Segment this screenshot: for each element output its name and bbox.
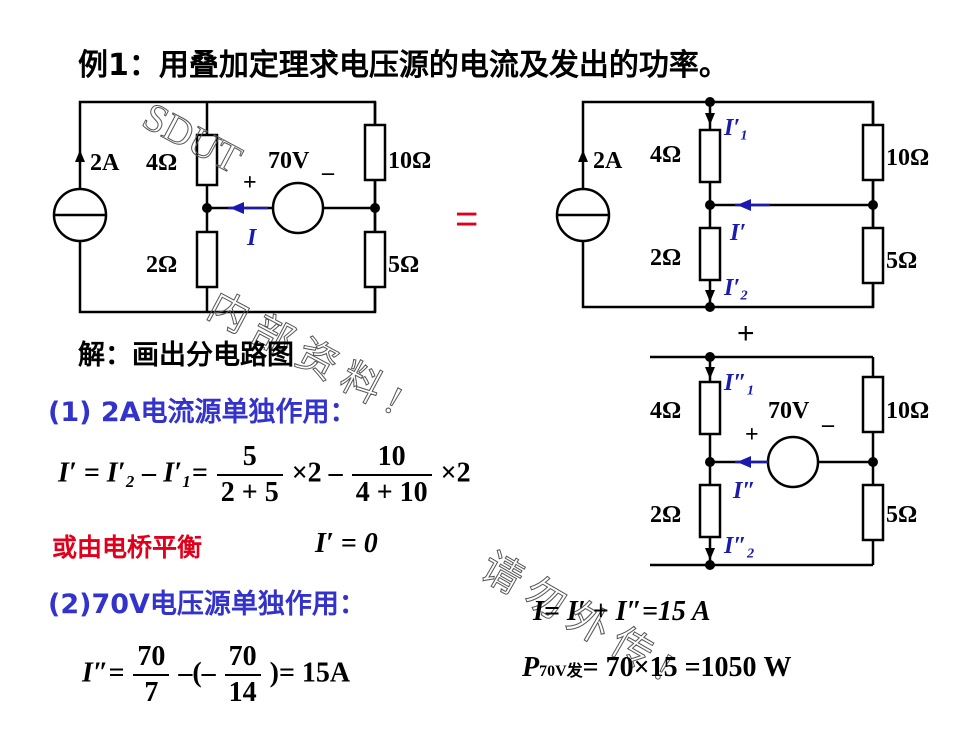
eq1-lhs: I′ = I′₂ – I′₁= — [58, 457, 208, 489]
label-plus-b: + — [745, 422, 759, 448]
label-i2-a: I′₂ — [723, 275, 748, 301]
power-symbol: P — [522, 652, 540, 683]
circuit-a — [555, 100, 885, 309]
page-title: 例1：用叠加定理求电压源的电流及发出的功率。 — [78, 48, 729, 83]
label-r2-b: 2Ω — [650, 502, 681, 528]
label-r1-a: 4Ω — [650, 142, 681, 168]
eq1-mid: ×2 – — [291, 457, 343, 489]
step1-heading: (1) 2A电流源单独作用： — [48, 397, 357, 428]
label-r2-main: 2Ω — [146, 252, 177, 278]
eq2-mid: –(– — [178, 657, 216, 689]
label-i-b: I″ — [732, 478, 756, 504]
result-power: P70V发= 70×15 =1050 W — [522, 652, 792, 684]
step2-heading: (2)70V电压源单独作用： — [48, 589, 366, 620]
eq1-tail: ×2 — [440, 457, 471, 489]
label-minus-main: – — [321, 160, 335, 186]
eq2-rhs: )= 15A — [269, 657, 351, 689]
label-r3-main: 10Ω — [388, 148, 431, 174]
label-minus-b: – — [821, 412, 835, 438]
label-vsrc-main: 70V — [268, 148, 310, 174]
bridge-equation: I′ = 0 — [315, 528, 378, 559]
label-i-a: I′ — [729, 220, 746, 246]
label-i2-b: I″₂ — [723, 533, 755, 559]
label-r3-a: 10Ω — [886, 145, 929, 171]
label-r2-a: 2Ω — [650, 245, 681, 271]
label-r4-b: 5Ω — [886, 502, 917, 528]
label-r3-b: 10Ω — [886, 398, 929, 424]
power-subscript: 70V发 — [539, 663, 583, 680]
label-current-main: I — [246, 225, 258, 251]
result-current: I= I′ + I″=15 A — [533, 596, 711, 627]
plus-sign: + — [737, 317, 755, 350]
label-i1-b: I″₁ — [723, 370, 755, 396]
label-source-main: 2A — [90, 150, 120, 176]
solution-heading: 解：画出分电路图 — [78, 340, 294, 371]
circuit-main — [52, 100, 387, 314]
label-r4-main: 5Ω — [388, 252, 419, 278]
equals-sign: = — [455, 197, 478, 241]
label-source-a: 2A — [593, 148, 623, 174]
label-i1-a: I′₁ — [723, 115, 748, 141]
circuit-b — [650, 355, 885, 567]
label-r4-a: 5Ω — [886, 248, 917, 274]
label-vsrc-b: 70V — [768, 398, 810, 424]
label-r1-b: 4Ω — [650, 398, 681, 424]
label-plus-main: + — [243, 170, 257, 196]
label-r1-main: 4Ω — [146, 150, 177, 176]
eq2-lhs: I″= — [82, 657, 125, 689]
power-value: = 70×15 =1050 W — [582, 652, 792, 683]
bridge-note: 或由电桥平衡 — [52, 533, 203, 562]
